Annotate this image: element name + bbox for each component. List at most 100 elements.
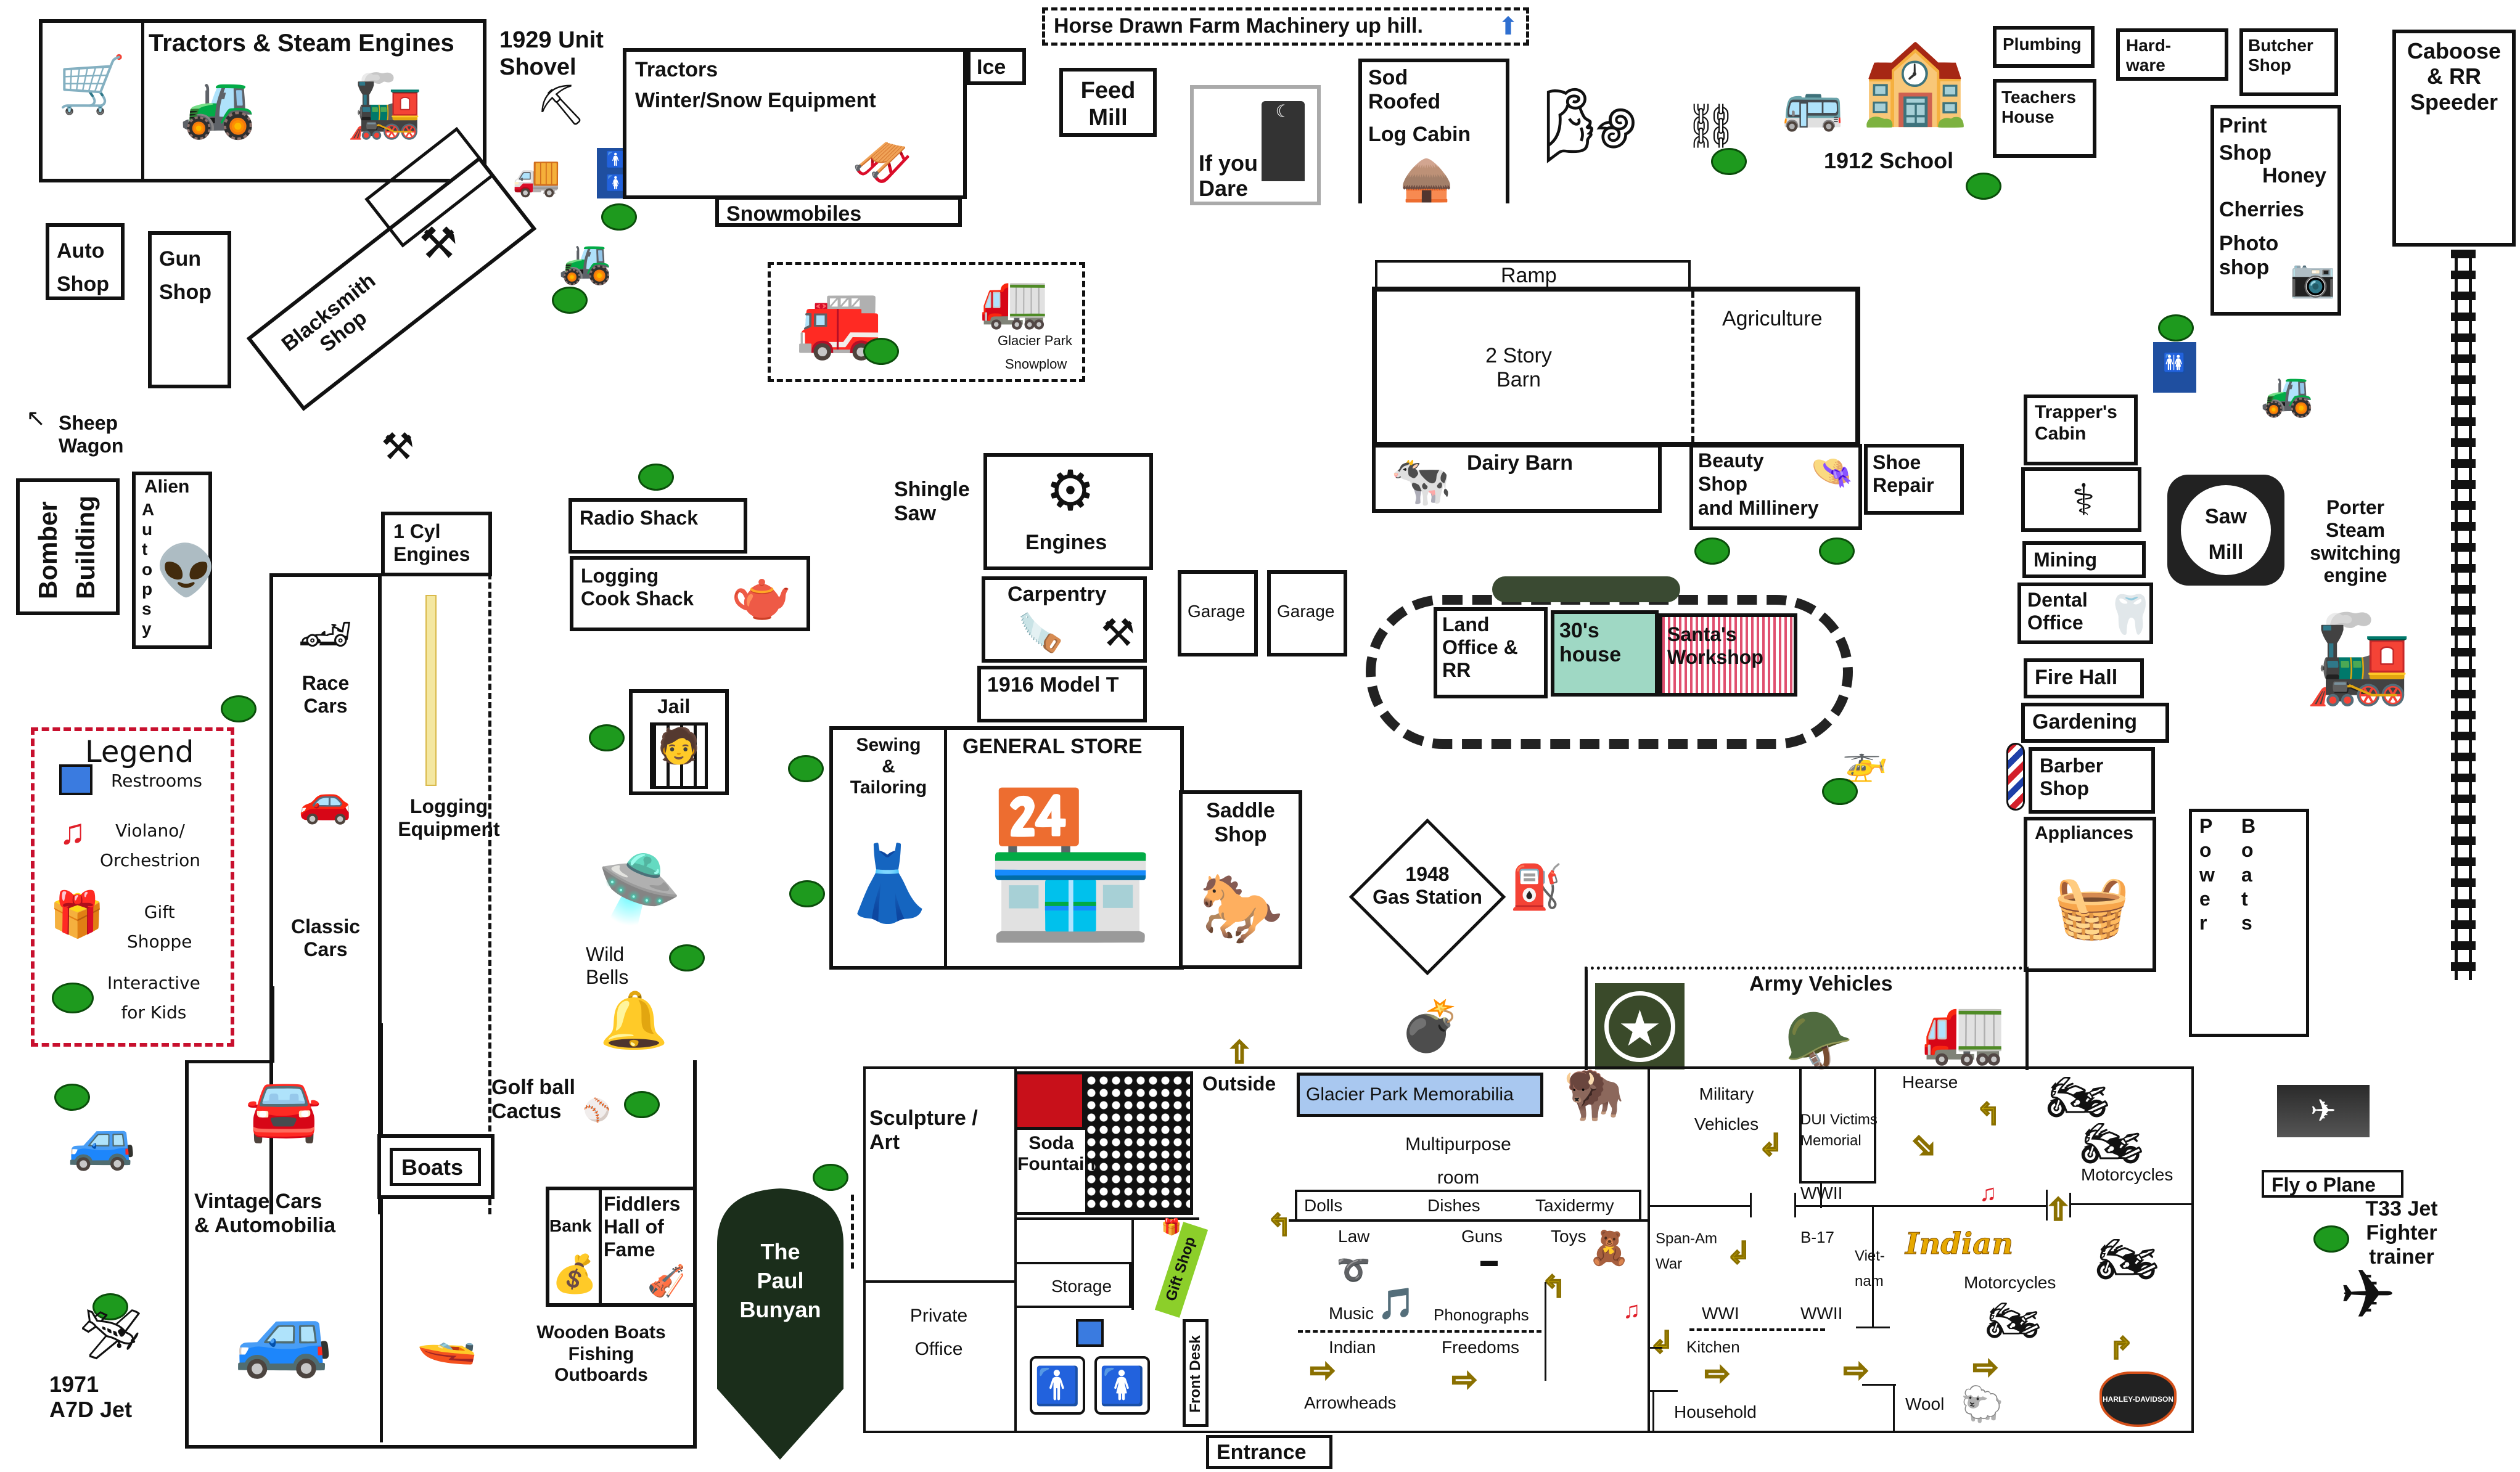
ramp-label: Ramp [1501, 264, 1557, 287]
interactive-dot[interactable] [1966, 173, 2001, 200]
interactive-dot[interactable] [589, 724, 625, 751]
museum-building[interactable] [863, 1066, 2194, 1433]
a7d-jet-icon: 🛩 [80, 1307, 142, 1362]
bison-icon: 🦬 [1563, 1066, 1625, 1121]
boats-building[interactable]: Boats [377, 1134, 495, 1199]
interactive-dot[interactable] [669, 944, 705, 971]
army-vehicles-building[interactable]: ★ Army Vehicles 🪖 🚛 [1585, 967, 2029, 1072]
interactive-dot[interactable] [221, 695, 257, 722]
interactive-dot[interactable] [2158, 314, 2194, 341]
model-t-building[interactable]: 1916 Model T [977, 666, 1147, 722]
interactive-dot[interactable] [552, 287, 588, 314]
dump-truck-icon: 🚚 [512, 153, 561, 198]
tractors-winter-building[interactable]: Tractors Winter/Snow Equipment 🛷 [623, 48, 967, 199]
interactive-dot[interactable] [788, 755, 824, 782]
dashed-divider [851, 1195, 854, 1269]
radio-shack-label: Radio Shack [580, 507, 699, 529]
ice-building[interactable]: Ice [967, 48, 1026, 85]
plumbing-building[interactable]: Plumbing [1993, 26, 2095, 68]
outhouse-icon: ☾ [1262, 101, 1305, 181]
fly-o-plane[interactable]: Fly o Plane [2262, 1170, 2403, 1198]
interactive-dot[interactable] [1819, 538, 1855, 565]
glacier-memorabilia[interactable]: Glacier Park Memorabilia [1297, 1073, 1543, 1117]
gardening[interactable]: Gardening [2021, 703, 2169, 743]
sheep-icon: 🐑 [1961, 1384, 2004, 1423]
medical-building[interactable]: ⚕ [2021, 467, 2141, 532]
garage-2[interactable]: Garage [1267, 570, 1347, 656]
garage-1[interactable]: Garage [1178, 570, 1258, 656]
mining-building[interactable]: Mining [2022, 541, 2146, 578]
fire-trucks-area[interactable]: 🚒 🚛 Glacier Park Snowplow [768, 262, 1085, 382]
interactive-dot[interactable] [1711, 148, 1747, 175]
interactive-dot[interactable] [813, 1164, 848, 1191]
interactive-dot[interactable] [92, 1293, 128, 1320]
interactive-dot[interactable] [54, 1084, 90, 1111]
tractors-steam-building[interactable]: Tractors & Steam Engines 🛒 🚜 🚂 [39, 19, 486, 182]
snowmobiles-building[interactable]: Snowmobiles [715, 196, 962, 227]
jail[interactable]: Jail 🧑 [629, 689, 729, 795]
interactive-dot[interactable] [1694, 538, 1730, 565]
radio-shack[interactable]: Radio Shack [568, 498, 747, 554]
carpentry-building[interactable]: Carpentry 🪚 ⚒ [982, 576, 1147, 663]
interactive-dot[interactable] [2313, 1225, 2349, 1253]
engines-building[interactable]: ⚙ Engines [983, 453, 1153, 570]
logging-equipment-area[interactable] [378, 573, 491, 1214]
interactive-dot[interactable] [638, 464, 674, 491]
entrance-label: Entrance [1217, 1441, 1307, 1464]
womens-restroom[interactable]: 🚺 [1094, 1356, 1150, 1415]
front-desk[interactable]: Front Desk [1183, 1319, 1209, 1427]
interactive-dot[interactable] [601, 203, 637, 231]
restroom-sign[interactable]: 🚻 [2153, 342, 2196, 393]
interactive-dot[interactable] [624, 1091, 660, 1118]
fire-hall[interactable]: Fire Hall [2024, 658, 2144, 698]
hardware-building[interactable]: Hard-ware [2116, 28, 2228, 81]
general-store-complex[interactable]: Sewing&Tailoring 👗 GENERAL STORE 🏪 [829, 726, 1184, 970]
checkered-floor [1085, 1074, 1190, 1212]
interactive-dot[interactable] [1822, 778, 1858, 805]
motorcycle-icon: 🏍 [2096, 1231, 2159, 1286]
mens-restroom[interactable]: 🚹 [1030, 1356, 1085, 1415]
cars-building[interactable] [269, 573, 382, 1214]
storage-label: Storage [1051, 1277, 1112, 1296]
entrance[interactable]: Entrance [1206, 1435, 1332, 1469]
dairy-barn[interactable]: 🐄 Dairy Barn [1372, 444, 1662, 513]
wool-label: Wool [1905, 1394, 1945, 1413]
turn-arrow-icon: ↰ [1266, 1209, 1292, 1243]
storage-room[interactable]: Storage [1014, 1262, 1131, 1308]
music-note-icon: ♫ [59, 812, 86, 852]
interactive-dot[interactable] [789, 880, 825, 907]
interactive-dot[interactable] [863, 338, 899, 365]
appliances[interactable]: Appliances 🧺 [2024, 817, 2156, 972]
